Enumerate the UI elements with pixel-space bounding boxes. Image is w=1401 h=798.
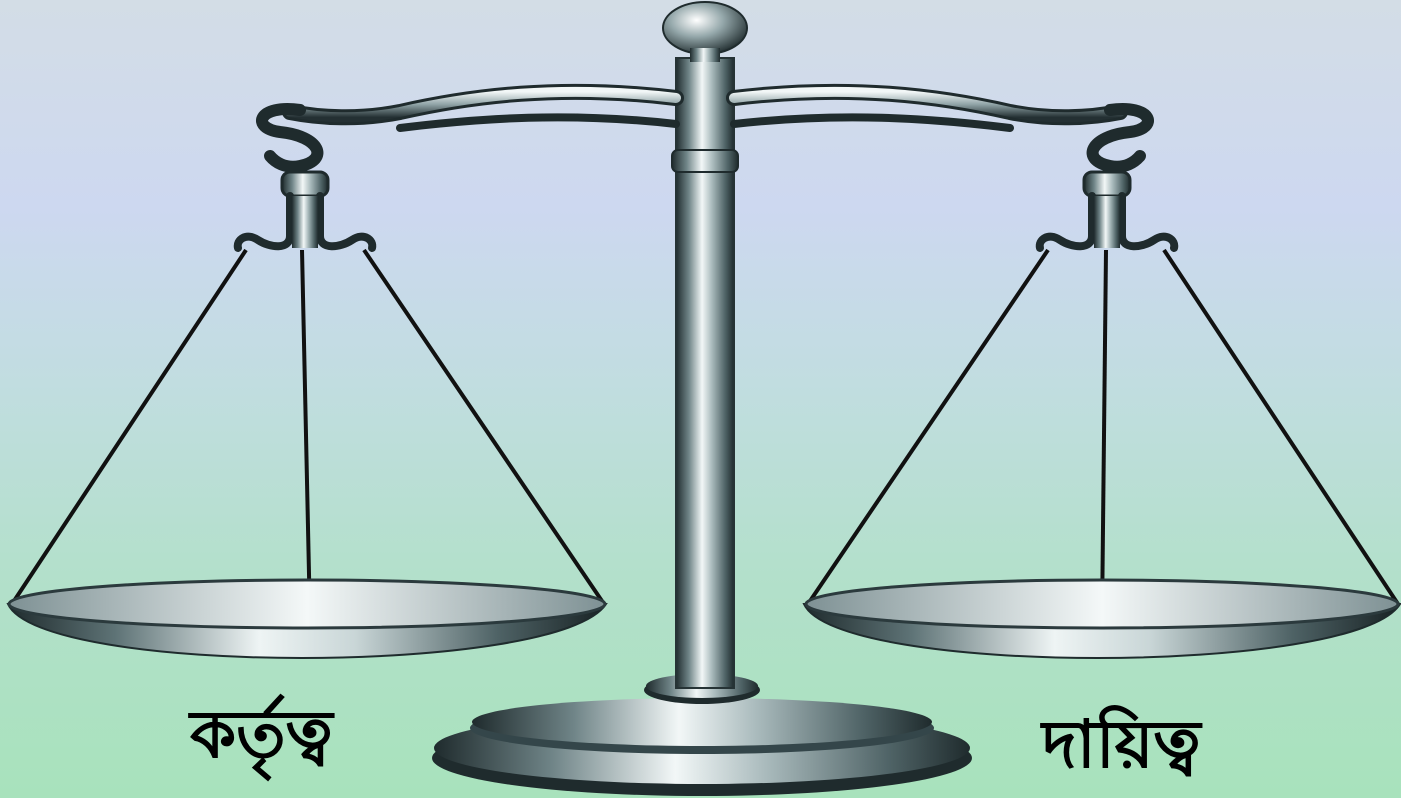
right-pan: [804, 580, 1400, 658]
scale-base: [432, 674, 972, 796]
right-pan-label: দায়িত্ব: [1042, 712, 1201, 778]
left-pan-hanger: [12, 172, 604, 620]
right-pan-hanger: [808, 172, 1398, 620]
left-pan: [8, 580, 606, 658]
left-pan-label: কর্তৃত্ব: [190, 702, 333, 768]
